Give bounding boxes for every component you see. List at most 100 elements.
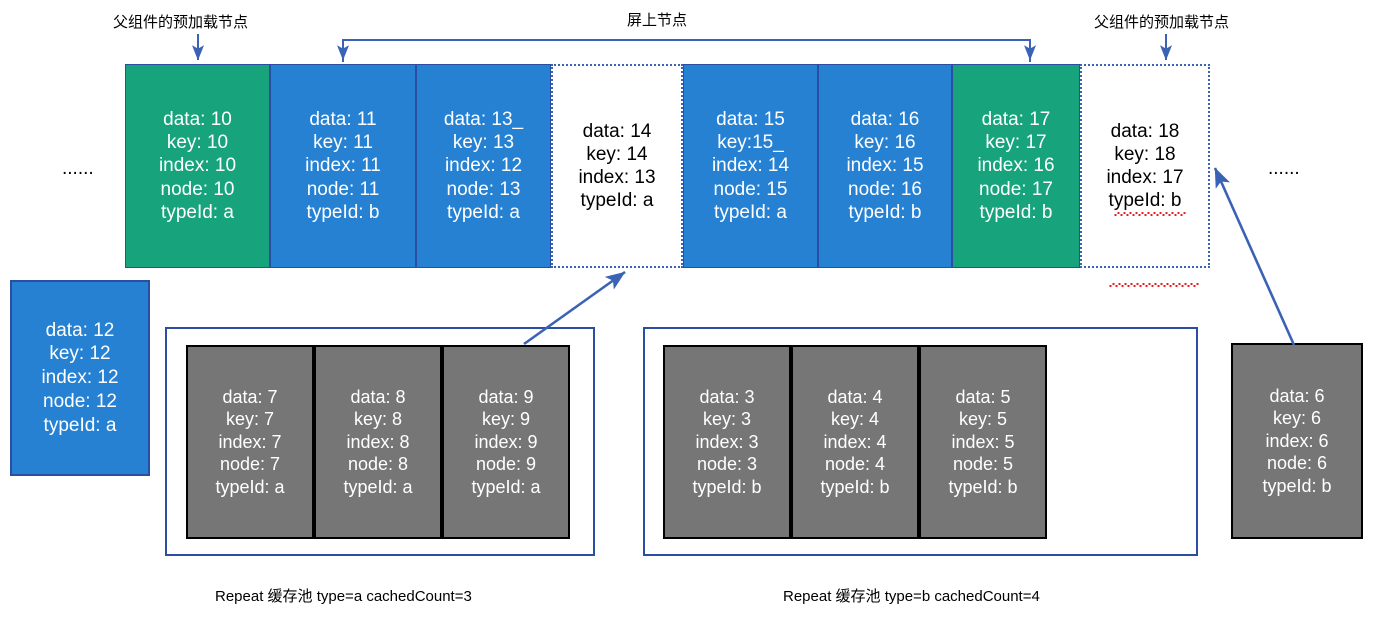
card-data: data: 3 xyxy=(699,386,755,407)
card-node: node: 12 xyxy=(43,390,117,412)
card-key: key: 10 xyxy=(166,132,229,154)
card-typeid: typeId: a xyxy=(471,476,541,497)
ellipsis-right: ...... xyxy=(1268,158,1300,179)
card-key: key:15_ xyxy=(717,132,784,154)
cached-node-card[interactable]: data: 4 key: 4 index: 4 node: 4 typeId: … xyxy=(791,345,919,539)
card-key: key: 12 xyxy=(49,343,111,365)
label-preload-left: 父组件的预加载节点 xyxy=(113,14,249,31)
card-key: key: 18 xyxy=(1114,143,1176,165)
card-key: key: 8 xyxy=(353,409,403,430)
cache-pool-b-cards: data: 3 key: 3 index: 3 node: 3 typeId: … xyxy=(663,345,1047,539)
cache-pool-b-caption: Repeat 缓存池 type=b cachedCount=4 xyxy=(783,588,1040,605)
card-node: node: 5 xyxy=(952,454,1014,475)
card-key: key: 9 xyxy=(481,409,531,430)
card-index: index: 12 xyxy=(444,155,523,177)
card-node: node: 9 xyxy=(475,454,537,475)
card-index: index: 14 xyxy=(711,155,790,177)
cached-node-card-6[interactable]: data: 6 key: 6 index: 6 node: 6 typeId: … xyxy=(1231,343,1363,539)
card-data: data: 8 xyxy=(350,386,406,407)
card-key: key: 5 xyxy=(958,409,1008,430)
card-node: node: 16 xyxy=(848,178,922,200)
card-data: data: 7 xyxy=(222,386,278,407)
card-node: node: 6 xyxy=(1266,453,1328,474)
card-data: data: 10 xyxy=(163,109,232,131)
card-index: index: 3 xyxy=(695,431,759,452)
card-key: key: 14 xyxy=(586,143,648,165)
card-data: data: 15 xyxy=(716,109,785,131)
card-data: data: 5 xyxy=(955,386,1011,407)
ellipsis-left: ...... xyxy=(62,158,94,179)
recycled-node-card-12[interactable]: data: 12 key: 12 index: 12 node: 12 type… xyxy=(10,280,150,476)
card-typeid: typeId: b xyxy=(820,476,890,497)
card-node: node: 7 xyxy=(219,454,281,475)
card-node: node: 15 xyxy=(713,178,788,200)
onscreen-bracket xyxy=(342,39,1031,62)
card-index: index: 6 xyxy=(1265,430,1329,451)
cache-pool-a-cards: data: 7 key: 7 index: 7 node: 7 typeId: … xyxy=(186,345,570,539)
card-node: node: 11 xyxy=(306,178,380,200)
card-data: data: 11 xyxy=(309,109,377,131)
card-index: index: 10 xyxy=(158,155,237,177)
card-typeid: typeId: a xyxy=(43,414,117,436)
node-card-detached[interactable]: data: 18 key: 18 index: 17 typeId: b xyxy=(1080,64,1210,268)
card-data: data: 9 xyxy=(478,386,534,407)
card-data: data: 17 xyxy=(981,109,1051,131)
cache-pool-a-caption: Repeat 缓存池 type=a cachedCount=3 xyxy=(215,588,472,605)
card-index: index: 4 xyxy=(823,431,887,452)
reuse-arrow-card-6 xyxy=(1213,167,1296,346)
card-node: node: 13 xyxy=(446,178,521,200)
node-card[interactable]: data: 10 key: 10 index: 10 node: 10 type… xyxy=(125,64,270,268)
card-key: key: 11 xyxy=(313,132,373,154)
spellcheck-underline xyxy=(1109,283,1199,287)
label-onscreen: 屏上节点 xyxy=(627,12,688,29)
card-index: index: 12 xyxy=(41,367,119,389)
card-key: key: 16 xyxy=(854,132,916,154)
card-typeid: typeId: b xyxy=(692,476,762,497)
card-typeid: typeId: b xyxy=(979,201,1053,223)
card-data: data: 12 xyxy=(45,319,115,341)
card-node: node: 8 xyxy=(347,454,409,475)
card-data: data: 14 xyxy=(582,120,652,142)
card-node: node: 17 xyxy=(979,178,1053,200)
cached-node-card[interactable]: data: 8 key: 8 index: 8 node: 8 typeId: … xyxy=(314,345,442,539)
card-typeid: typeId: b xyxy=(848,201,922,223)
card-data: data: 13_ xyxy=(443,109,524,131)
card-key: key: 7 xyxy=(225,409,275,430)
card-node: node: 4 xyxy=(824,454,886,475)
card-node: node: 3 xyxy=(696,454,758,475)
card-typeid: typeId: b xyxy=(948,476,1018,497)
card-data: data: 6 xyxy=(1269,385,1325,406)
node-card[interactable]: data: 17 key: 17 index: 16 node: 17 type… xyxy=(952,64,1080,268)
node-card[interactable]: data: 13_ key: 13 index: 12 node: 13 typ… xyxy=(416,64,551,268)
card-typeid: typeId: a xyxy=(343,476,413,497)
card-node: node: 10 xyxy=(160,178,235,200)
node-card-detached[interactable]: data: 14 key: 14 index: 13 typeId: a xyxy=(551,64,683,268)
spellcheck-underline xyxy=(1114,212,1186,216)
card-index: index: 9 xyxy=(474,431,538,452)
card-typeid: typeId: a xyxy=(161,201,234,223)
cached-node-card[interactable]: data: 5 key: 5 index: 5 node: 5 typeId: … xyxy=(919,345,1047,539)
card-data: data: 18 xyxy=(1110,120,1180,142)
card-index: index: 5 xyxy=(951,431,1015,452)
card-typeid: typeId: a xyxy=(447,201,520,223)
card-key: key: 6 xyxy=(1272,408,1322,429)
node-card[interactable]: data: 11 key: 11 index: 11 node: 11 type… xyxy=(270,64,416,268)
node-card[interactable]: data: 16 key: 16 index: 15 node: 16 type… xyxy=(818,64,952,268)
card-key: key: 13 xyxy=(452,132,515,154)
card-index: index: 8 xyxy=(346,431,410,452)
card-key: key: 17 xyxy=(985,132,1047,154)
card-typeid: typeId: b xyxy=(1262,475,1332,496)
card-data: data: 4 xyxy=(827,386,883,407)
cached-node-card[interactable]: data: 7 key: 7 index: 7 node: 7 typeId: … xyxy=(186,345,314,539)
card-key: key: 3 xyxy=(702,409,752,430)
cached-node-card[interactable]: data: 3 key: 3 index: 3 node: 3 typeId: … xyxy=(663,345,791,539)
card-index: index: 17 xyxy=(1106,167,1184,188)
onscreen-node-row: data: 10 key: 10 index: 10 node: 10 type… xyxy=(125,64,1210,268)
card-data: data: 16 xyxy=(850,109,920,131)
card-index: index: 13 xyxy=(578,167,656,188)
node-card[interactable]: data: 15 key:15_ index: 14 node: 15 type… xyxy=(683,64,818,268)
card-typeid: typeId: b xyxy=(306,201,380,223)
cached-node-card[interactable]: data: 9 key: 9 index: 9 node: 9 typeId: … xyxy=(442,345,570,539)
card-typeid: typeId: b xyxy=(1108,190,1182,212)
